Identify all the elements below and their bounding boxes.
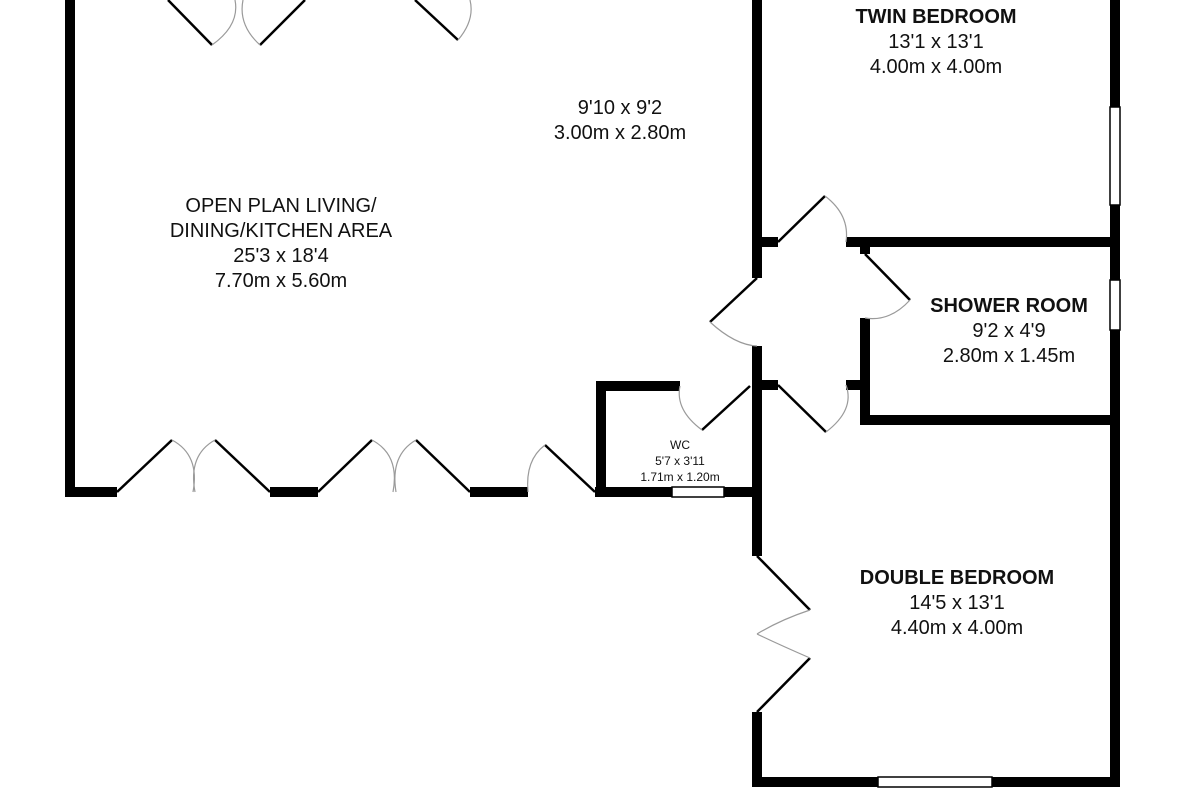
room-size-imperial-wc: 5'7 x 3'11	[655, 454, 705, 468]
door-leaf	[756, 555, 811, 611]
door-leaf	[415, 439, 471, 493]
door-leaf	[777, 195, 826, 243]
door-leaf	[317, 439, 373, 493]
door-leaf	[167, 0, 213, 46]
walls	[65, 0, 1120, 787]
door-leaves	[116, 0, 911, 713]
room-label-shower-room: SHOWER ROOM 9'2 x 4'9 2.80m x 1.45m	[930, 294, 1088, 369]
door-arc	[241, 0, 261, 46]
door-leaf	[544, 444, 596, 493]
room-size-metric-annex: 3.00m x 2.80m	[553, 122, 687, 144]
door-arc	[211, 0, 237, 46]
door-leaf	[701, 385, 751, 431]
room-label-annex: 9'10 x 9'2 3.00m x 2.80m	[554, 96, 686, 146]
room-size-metric-wc: 1.71m x 1.20m	[640, 470, 720, 484]
door-leaf	[756, 657, 811, 713]
door-leaf	[214, 439, 271, 493]
room-size-imperial-twin: 13'1 x 13'1	[888, 31, 984, 53]
window-double	[877, 776, 993, 788]
door-arc	[171, 439, 195, 493]
window-wc	[671, 486, 725, 498]
room-name-living-line2: DINING/KITCHEN AREA	[169, 220, 393, 242]
door-leaf	[414, 0, 459, 41]
room-size-metric-double: 4.40m x 4.00m	[890, 617, 1024, 639]
door-leaf	[864, 253, 911, 301]
door-leaf	[259, 0, 306, 46]
door-leaf	[116, 439, 173, 493]
door-arc	[756, 609, 811, 635]
door-arc	[457, 0, 472, 41]
room-size-metric-living: 7.70m x 5.60m	[214, 270, 348, 292]
room-label-living: OPEN PLAN LIVING/ DINING/KITCHEN AREA 25…	[170, 194, 392, 294]
door-leaf	[777, 384, 827, 433]
door-arc	[824, 195, 848, 243]
door-arc	[678, 385, 703, 431]
room-name-twin-bedroom: TWIN BEDROOM	[855, 6, 1017, 28]
room-name-wc: WC	[670, 438, 690, 452]
door-arc	[756, 633, 811, 659]
door-arc	[371, 439, 395, 493]
door-leaf	[709, 277, 758, 323]
door-arc	[394, 439, 417, 493]
room-name-double-bedroom: DOUBLE BEDROOM	[859, 567, 1055, 589]
room-name-living-line1: OPEN PLAN LIVING/	[185, 195, 377, 217]
room-label-double-bedroom: DOUBLE BEDROOM 14'5 x 13'1 4.40m x 4.00m	[860, 566, 1054, 641]
window-shower	[1109, 279, 1121, 331]
window-twin	[1109, 106, 1121, 206]
room-size-imperial-annex: 9'10 x 9'2	[577, 97, 663, 119]
door-arc	[864, 299, 911, 320]
door-arc	[825, 384, 849, 433]
room-size-imperial-shower: 9'2 x 4'9	[972, 320, 1046, 342]
room-label-wc: WC 5'7 x 3'11 1.71m x 1.20m	[640, 437, 719, 485]
windows	[671, 106, 1121, 788]
door-arcs	[171, 0, 911, 659]
room-size-metric-shower: 2.80m x 1.45m	[942, 345, 1076, 367]
room-label-twin-bedroom: TWIN BEDROOM 13'1 x 13'1 4.00m x 4.00m	[855, 5, 1016, 80]
door-arc	[192, 439, 216, 493]
room-name-shower-room: SHOWER ROOM	[930, 295, 1088, 317]
room-size-imperial-double: 14'5 x 13'1	[909, 592, 1005, 614]
door-arc	[709, 321, 758, 347]
door-arc	[527, 444, 546, 493]
room-size-imperial-living: 25'3 x 18'4	[233, 245, 329, 267]
room-size-metric-twin: 4.00m x 4.00m	[869, 56, 1003, 78]
